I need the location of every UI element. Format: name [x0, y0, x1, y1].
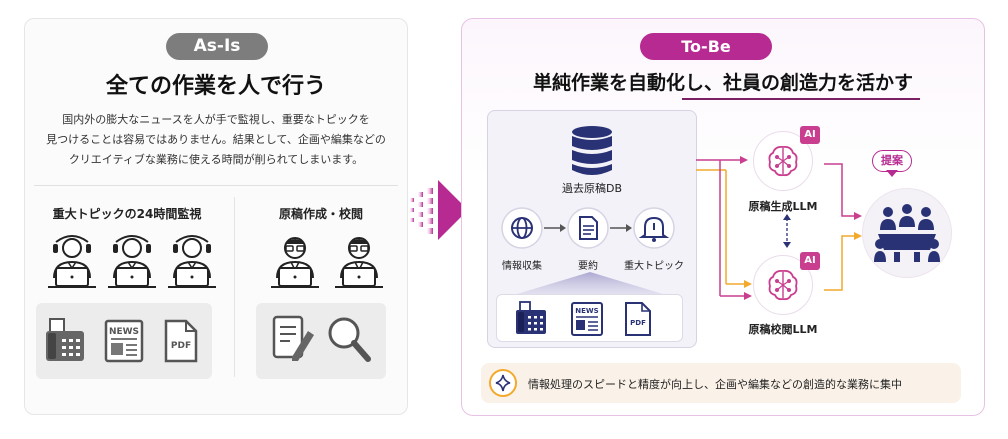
- database-label: 過去原稿DB: [561, 182, 623, 195]
- meeting-icon: [874, 204, 940, 262]
- drafting-workers: [270, 237, 384, 288]
- drafting-section-label: 原稿作成・校閲: [278, 207, 363, 221]
- arrow-right-icon: [610, 224, 632, 232]
- newspaper-icon: NEWS: [571, 302, 603, 336]
- sources-icons: NEWS PDF: [46, 318, 198, 363]
- generation-llm-label: 原稿生成LLM: [748, 200, 818, 213]
- pdf-icon: PDF: [625, 302, 651, 336]
- as-is-description: 国内外の膨大なニュースを人が手で監視し、重要なトピックを 見つけることは容易では…: [40, 110, 392, 170]
- ai-badge: AI: [800, 252, 820, 270]
- svg-text:PDF: PDF: [171, 341, 191, 351]
- fax-icon: [516, 301, 546, 334]
- fax-icon: [46, 318, 84, 361]
- as-is-description-line: 見つけることは容易ではありません。結果として、企画や編集などの: [46, 133, 386, 146]
- worker-icon: [334, 237, 384, 288]
- pipeline-diagram: [501, 207, 675, 249]
- document-pen-icon: [272, 315, 314, 361]
- as-is-badge: As-Is: [166, 33, 268, 60]
- magnifier-icon: [328, 317, 371, 362]
- worker-icon: [167, 235, 217, 288]
- worker-icon: [47, 235, 97, 288]
- monitoring-workers: [47, 235, 217, 288]
- title-underline: [682, 98, 920, 100]
- sparkle-icon: [489, 369, 517, 397]
- tools-icons: [272, 315, 371, 362]
- flow-connectors: [696, 156, 862, 300]
- ai-badge: AI: [800, 126, 820, 144]
- document-icon: [567, 207, 609, 249]
- as-is-description-line: クリエイティブな業務に使える時間が削られてしまいます。: [68, 153, 364, 166]
- pipeline-step-label: 情報収集: [502, 261, 542, 272]
- as-is-description-line: 国内外の膨大なニュースを人が手で監視し、重要なトピックを: [62, 113, 370, 126]
- to-be-source-icons: NEWS PDF: [516, 301, 651, 336]
- worker-icon: [270, 237, 320, 288]
- review-llm-label: 原稿校閲LLM: [748, 323, 818, 336]
- newspaper-icon: NEWS: [104, 319, 144, 363]
- arrow-right-icon: [544, 224, 566, 232]
- monitoring-section-label: 重大トピックの24時間監視: [52, 207, 202, 221]
- bubble-tail: [886, 170, 898, 177]
- brain-icon: [768, 269, 798, 301]
- worker-icon: [107, 235, 157, 288]
- transition-arrow-icon: [410, 180, 468, 240]
- result-banner-text: 情報処理のスピードと精度が向上し、企画や編集などの創造的な業務に集中: [528, 378, 902, 391]
- pdf-icon: PDF: [164, 319, 198, 363]
- pipeline-step-label: 要約: [578, 261, 598, 272]
- to-be-badge: To-Be: [640, 33, 772, 60]
- column-divider: [234, 197, 235, 377]
- source-funnel: [517, 272, 663, 294]
- brain-icon: [768, 145, 798, 177]
- as-is-title: 全ての作業を人で行う: [105, 74, 326, 99]
- section-divider: [34, 185, 398, 186]
- pipeline-step-label: 重大トピック: [624, 261, 684, 272]
- bell-icon: [633, 207, 675, 249]
- svg-text:NEWS: NEWS: [109, 327, 139, 337]
- svg-text:NEWS: NEWS: [575, 307, 598, 315]
- meeting-node: [862, 188, 952, 278]
- database-icon: [572, 126, 612, 175]
- to-be-title: 単純作業を自動化し、社員の創造力を活かす: [532, 72, 913, 94]
- result-banner: [481, 363, 961, 403]
- proposal-bubble: 提案: [872, 150, 912, 172]
- svg-text:PDF: PDF: [630, 319, 646, 327]
- globe-icon: [501, 207, 543, 249]
